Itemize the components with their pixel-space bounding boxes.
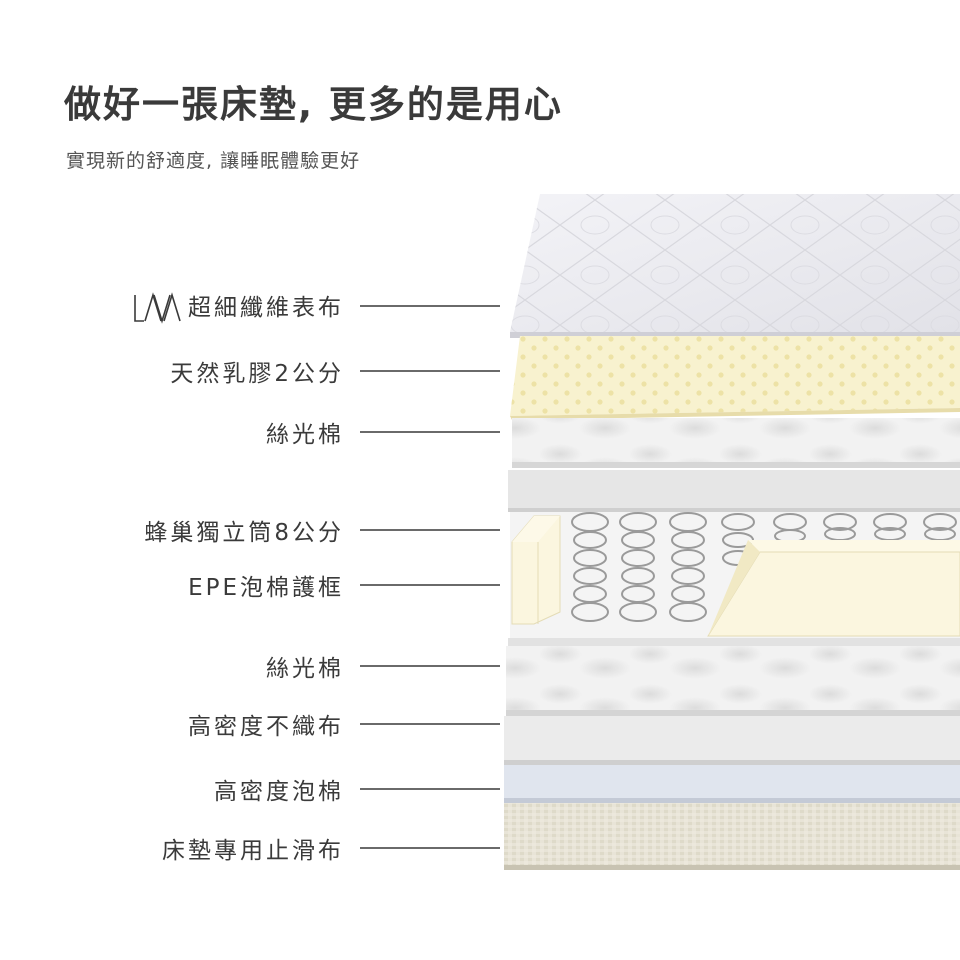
layer-label-text: 絲光棉 xyxy=(266,656,344,682)
layer-label-latex: 天然乳膠2公分 xyxy=(0,351,500,391)
leader-line xyxy=(360,665,500,667)
layer-cotton-bottom xyxy=(506,646,960,716)
layer-label-epe-frame: EPE泡棉護框 xyxy=(0,565,500,605)
leader-line xyxy=(360,305,500,307)
epe-foam-frame-right xyxy=(707,540,960,637)
page-subtitle: 實現新的舒適度, 讓睡眠體驗更好 xyxy=(66,150,361,172)
layer-hd-nonwoven xyxy=(504,716,960,765)
layer-label-text: 超細纖維表布 xyxy=(188,294,344,321)
layer-label-springs: 蜂巢獨立筒8公分 xyxy=(0,510,500,550)
layer-separator-top xyxy=(508,470,960,512)
leader-line xyxy=(360,584,500,586)
layer-label-cotton-bottom: 絲光棉 xyxy=(0,646,500,686)
layer-label-text: EPE泡棉護框 xyxy=(188,575,344,601)
layer-label-text: 絲光棉 xyxy=(266,422,344,448)
epe-foam-frame-left xyxy=(511,515,561,625)
layer-label-text: 天然乳膠2公分 xyxy=(170,361,344,387)
layer-label-text: 床墊專用止滑布 xyxy=(162,838,344,864)
layer-separator-bottom xyxy=(508,638,960,646)
layer-anti-slip-fabric xyxy=(504,803,960,870)
layer-label-text: 蜂巢獨立筒8公分 xyxy=(144,520,344,546)
leader-line xyxy=(360,847,500,849)
mattress-layers-illustration xyxy=(504,194,960,870)
layer-microfiber-fabric xyxy=(510,194,960,338)
layer-label-text: 高密度不織布 xyxy=(188,714,344,740)
layer-cotton-top xyxy=(512,418,960,468)
layer-label-nonwoven: 高密度不織布 xyxy=(0,704,500,744)
layer-label-text: 高密度泡棉 xyxy=(214,779,344,805)
layer-hd-foam xyxy=(504,765,960,803)
layer-label-anti-slip: 床墊專用止滑布 xyxy=(0,828,500,868)
leader-line xyxy=(360,431,500,433)
layer-latex xyxy=(510,336,960,420)
lava-logo-icon xyxy=(132,292,182,324)
layer-label-hd-foam: 高密度泡棉 xyxy=(0,769,500,809)
layer-pocket-springs xyxy=(510,512,960,638)
page-title: 做好一張床墊, 更多的是用心 xyxy=(64,83,563,126)
leader-line xyxy=(360,370,500,372)
layer-label-microfiber: 超細纖維表布 xyxy=(0,286,500,326)
leader-line xyxy=(360,529,500,531)
leader-line xyxy=(360,723,500,725)
layer-label-cotton-top: 絲光棉 xyxy=(0,412,500,452)
leader-line xyxy=(360,788,500,790)
